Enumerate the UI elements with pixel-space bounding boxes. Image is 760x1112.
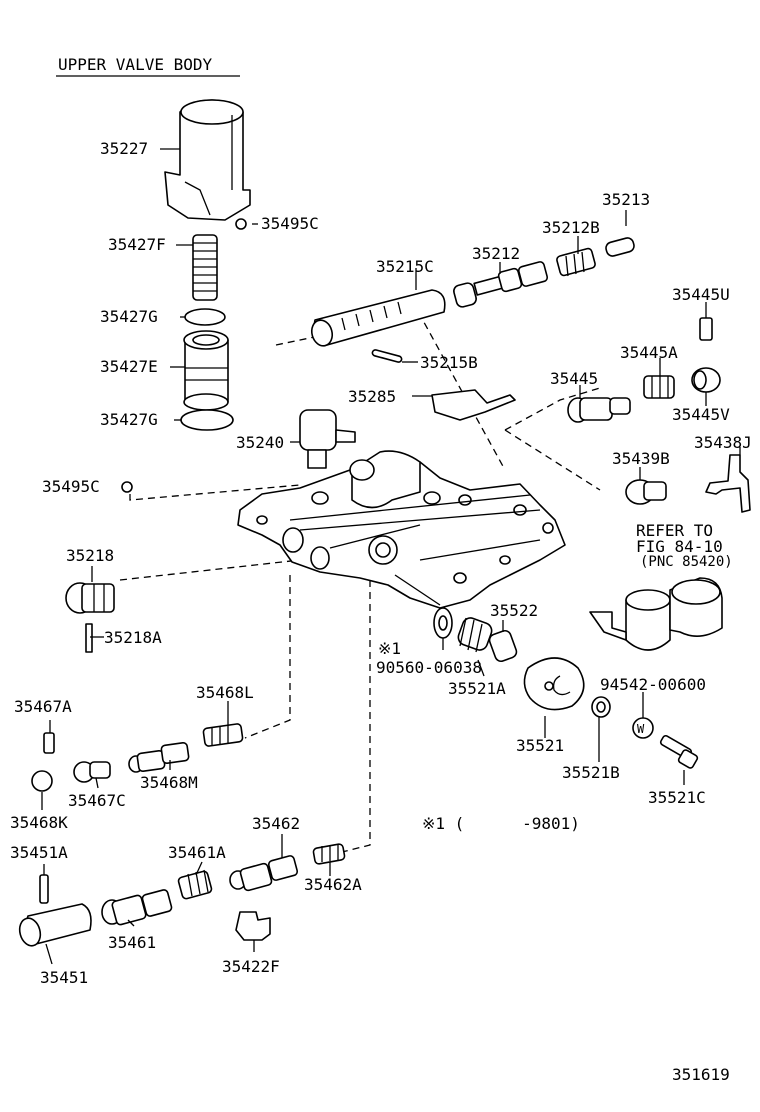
part-35427G-ring-lower[interactable]: [180, 409, 234, 431]
label-35439B: 35439B: [612, 449, 670, 468]
footnote-mark: ※1: [378, 639, 401, 658]
label-35422F: 35422F: [222, 957, 280, 976]
part-35218-plug[interactable]: [65, 582, 115, 614]
label-35438J: 35438J: [694, 433, 752, 452]
label-35462: 35462: [252, 814, 300, 833]
label-35462A: 35462A: [304, 875, 362, 894]
label-35227: 35227: [100, 139, 148, 158]
part-90560-washer[interactable]: [433, 607, 453, 639]
refer-note-line2: FIG 84-10: [636, 537, 723, 556]
part-labels: 35227 35495C 35427F 35427G 35427E 35427G…: [10, 139, 752, 987]
part-35467C-plug[interactable]: [73, 761, 111, 783]
label-35427G-b: 35427G: [100, 410, 158, 429]
label-35240: 35240: [236, 433, 284, 452]
part-35427E-piston[interactable]: [183, 330, 229, 411]
part-35468K-plug[interactable]: [31, 770, 53, 792]
part-35462-valve[interactable]: [229, 855, 299, 892]
label-35212B: 35212B: [542, 218, 600, 237]
part-35438J-bracket[interactable]: [705, 454, 751, 513]
part-35522-plunger[interactable]: [488, 629, 518, 663]
part-35521B-washer[interactable]: [591, 696, 611, 718]
label-35521C: 35521C: [648, 788, 706, 807]
part-35462A-spring[interactable]: [312, 843, 346, 865]
label-35468L: 35468L: [196, 683, 254, 702]
figure-number: 351619: [672, 1065, 730, 1084]
part-35427F-spring[interactable]: [192, 234, 218, 301]
part-35227-solenoid-cover[interactable]: [164, 99, 251, 221]
leader-lines: [41, 210, 741, 965]
label-35461A: 35461A: [168, 843, 226, 862]
footnote-range: ※1 ( -9801): [422, 814, 580, 833]
diagram-title: UPPER VALVE BODY: [58, 55, 212, 74]
label-35445A: 35445A: [620, 343, 678, 362]
label-35445U: 35445U: [672, 285, 730, 304]
label-35427F: 35427F: [108, 235, 166, 254]
part-35495C-ball-left[interactable]: [121, 481, 133, 493]
label-35427G-a: 35427G: [100, 307, 158, 326]
label-35468M: 35468M: [140, 773, 198, 792]
part-35445V-cap[interactable]: [691, 367, 721, 393]
label-35218A: 35218A: [104, 628, 162, 647]
part-35422F-clip[interactable]: [235, 911, 271, 941]
label-35467C: 35467C: [68, 791, 126, 810]
referenced-solenoid-assembly: [589, 577, 723, 651]
label-35522: 35522: [490, 601, 538, 620]
label-35427E: 35427E: [100, 357, 158, 376]
label-35445V: 35445V: [672, 405, 730, 424]
part-35213-plug[interactable]: [605, 237, 636, 258]
label-35218: 35218: [66, 546, 114, 565]
part-35451-sleeve[interactable]: [17, 903, 92, 948]
label-35451A: 35451A: [10, 843, 68, 862]
part-35468L-spring[interactable]: [202, 723, 244, 747]
part-35218A-pin[interactable]: [85, 623, 93, 653]
label-94542-00600: 94542-00600: [600, 675, 706, 694]
part-35212-valve[interactable]: [452, 261, 549, 308]
part-35215B-pin[interactable]: [371, 349, 403, 363]
label-35212: 35212: [472, 244, 520, 263]
washer-marker-w: W: [632, 717, 654, 739]
label-35461: 35461: [108, 933, 156, 952]
part-35521C-bolt[interactable]: [659, 734, 699, 769]
part-35439B-plug[interactable]: [625, 479, 667, 505]
label-35495C-left: 35495C: [42, 477, 100, 496]
label-35521A: 35521A: [448, 679, 506, 698]
label-35215C: 35215C: [376, 257, 434, 276]
refer-note-line1: REFER TO: [636, 521, 713, 540]
part-35451A-pin[interactable]: [39, 874, 49, 904]
part-35461A-spring[interactable]: [177, 869, 213, 900]
part-35468M-valve[interactable]: [128, 741, 190, 773]
label-35215B: 35215B: [420, 353, 478, 372]
part-35445A-spring[interactable]: [643, 375, 675, 399]
refer-note-line3: (PNC 85420): [640, 554, 733, 570]
label-35468K: 35468K: [10, 813, 68, 832]
part-35212B-spring[interactable]: [556, 247, 596, 277]
label-35451: 35451: [40, 968, 88, 987]
label-35495C-top: 35495C: [261, 214, 319, 233]
part-35521A-spring[interactable]: [456, 616, 494, 653]
part-35461-plug[interactable]: [101, 889, 173, 926]
svg-text:W: W: [637, 722, 645, 736]
label-35521: 35521: [516, 736, 564, 755]
part-35495C-ball-top[interactable]: [235, 218, 247, 230]
label-35521B: 35521B: [562, 763, 620, 782]
label-35213: 35213: [602, 190, 650, 209]
label-35445: 35445: [550, 369, 598, 388]
part-35445U-pin[interactable]: [699, 317, 713, 341]
part-35215C-sleeve[interactable]: [309, 289, 446, 348]
part-35445-valve[interactable]: [567, 397, 631, 423]
part-35467A-pin[interactable]: [43, 732, 55, 754]
part-35240-solenoid[interactable]: [299, 409, 356, 469]
part-35521-cam-plate[interactable]: [523, 657, 585, 711]
label-35285: 35285: [348, 387, 396, 406]
upper-valve-body-casting: [237, 450, 566, 609]
part-35427G-ring-upper[interactable]: [184, 308, 226, 326]
part-35285-clip[interactable]: [431, 389, 516, 421]
label-35467A: 35467A: [14, 697, 72, 716]
footnote-part-number: 90560-06038: [376, 658, 482, 677]
